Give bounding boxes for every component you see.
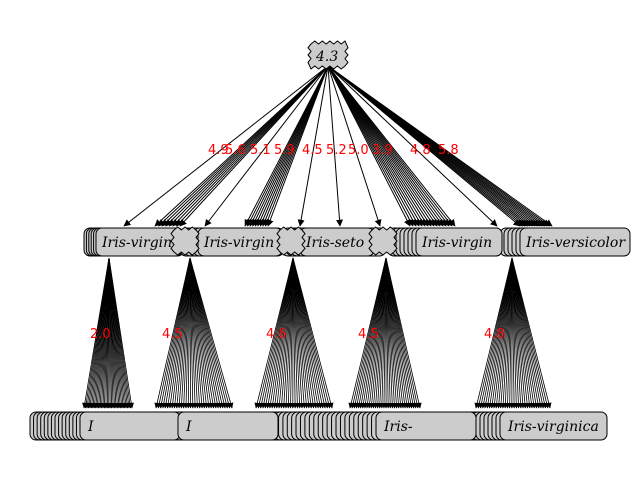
edge-label: 2.0 bbox=[90, 327, 111, 342]
root-edge bbox=[179, 65, 329, 227]
edge-label: 3.9 bbox=[372, 143, 393, 158]
level1-node[interactable]: Iris-virgin bbox=[95, 227, 183, 257]
edge-label: 5.2 bbox=[326, 143, 347, 158]
level1-node[interactable]: Iris-versicolor bbox=[519, 227, 631, 257]
level2-node-label: Iris-virginica bbox=[507, 419, 599, 435]
level2-edge bbox=[511, 257, 552, 409]
level1-edge-labels: 4.9 5.6 5.1 5.9 4.5 5.2 5.0 3.9 4.8 5.8 bbox=[208, 143, 459, 158]
level2-node[interactable]: I bbox=[177, 411, 279, 441]
level1-node-label: Iris-seto bbox=[305, 235, 364, 251]
level1-node-label: Iris-virgin bbox=[203, 235, 274, 251]
root-edge bbox=[297, 65, 329, 227]
root-edge bbox=[327, 65, 498, 227]
level1-node-label: Iris-virgin bbox=[101, 235, 172, 251]
edge-label: 5.8 bbox=[438, 143, 459, 158]
edge-label: 4.8 bbox=[484, 327, 505, 342]
level2-edge bbox=[108, 257, 135, 409]
level2-edge-labels: 2.0 4.5 4.6 4.5 4.8 bbox=[90, 327, 505, 342]
level1-node[interactable]: Iris-seto bbox=[299, 227, 375, 257]
edge-label: 5.1 bbox=[250, 143, 271, 158]
level1-labelled-nodes: Iris-virgin Iris-virgin Iris-seto Iris-v… bbox=[95, 227, 631, 257]
level2-edge bbox=[385, 257, 422, 409]
edge-label: 5.6 bbox=[225, 143, 246, 158]
root-edge bbox=[204, 65, 329, 227]
level2-edges bbox=[82, 257, 552, 409]
zigzag-marker bbox=[170, 226, 200, 256]
edge-label: 4.6 bbox=[266, 327, 287, 342]
edge-label: 4.9 bbox=[208, 143, 229, 158]
level2-edge bbox=[292, 257, 334, 409]
level2-node-label: I bbox=[87, 419, 94, 435]
level2-edge bbox=[189, 257, 234, 409]
level2-node[interactable]: Iris- bbox=[375, 411, 477, 441]
level2-node-label: Iris- bbox=[383, 419, 413, 435]
edge-label: 5.0 bbox=[348, 143, 369, 158]
root-edge bbox=[123, 65, 329, 227]
level2-node-label: I bbox=[185, 419, 192, 435]
zigzag-marker bbox=[368, 226, 398, 256]
root-node-label: 4.3 bbox=[315, 49, 338, 65]
root-edge bbox=[266, 65, 329, 227]
zigzag-marker bbox=[276, 226, 306, 256]
level1-zigzag-markers bbox=[170, 226, 398, 256]
root-edge bbox=[327, 65, 456, 227]
level2-node[interactable]: Iris-virginica bbox=[499, 411, 608, 441]
level1-node-label: Iris-versicolor bbox=[525, 235, 626, 251]
edge-label: 4.8 bbox=[410, 143, 431, 158]
level1-node[interactable]: Iris-virgin bbox=[197, 227, 283, 257]
level1-node[interactable]: Iris-virgin bbox=[415, 227, 503, 257]
root-edge bbox=[327, 65, 382, 227]
edge-label: 4.5 bbox=[358, 327, 379, 342]
root-node[interactable]: 4.3 bbox=[307, 40, 349, 70]
edge-label: 4.5 bbox=[302, 143, 323, 158]
level2-labelled-nodes: I I Iris- Iris-virginica bbox=[79, 411, 608, 441]
level2-node[interactable]: I bbox=[79, 411, 181, 441]
root-edge bbox=[327, 65, 553, 227]
level1-node-label: Iris-virgin bbox=[421, 235, 492, 251]
edge-label: 4.5 bbox=[162, 327, 183, 342]
root-edges bbox=[123, 65, 553, 227]
edge-label: 5.9 bbox=[274, 143, 295, 158]
root-edge bbox=[327, 65, 344, 227]
